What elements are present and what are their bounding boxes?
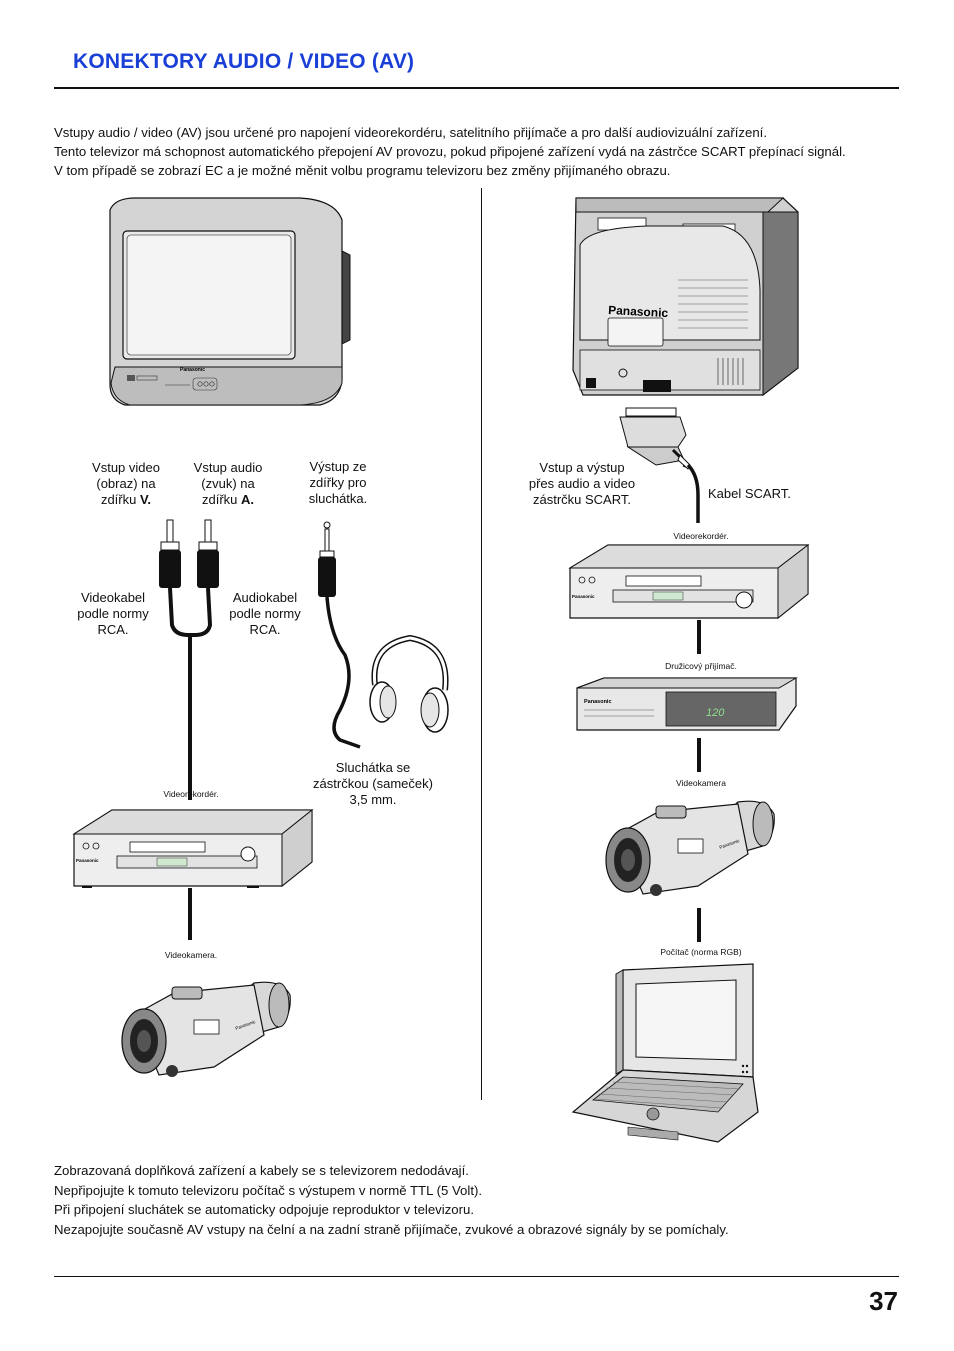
note-line: Zobrazovaná doplňková zařízení a kabely … bbox=[54, 1163, 469, 1178]
headphone-output-label: Výstup ze zdířky pro sluchátka. bbox=[308, 459, 368, 506]
sat-receiver-label: Družicový přijímač. bbox=[665, 661, 737, 671]
intro-line: Vstupy audio / video (AV) jsou určené pr… bbox=[54, 125, 768, 140]
headphones-label: Sluchátka se zástrčkou (sameček) 3,5 mm. bbox=[313, 760, 433, 807]
rear-tv-brand: Panasonic bbox=[608, 303, 669, 320]
intro-line: V tom případě se zobrazí EC a je možné m… bbox=[54, 163, 671, 178]
vcr-to-sat-cable bbox=[697, 620, 701, 654]
rca-cables-illustration bbox=[159, 519, 361, 800]
video-input-label: Vstup video (obraz) na zdířku V. bbox=[92, 460, 160, 507]
right-camera-label: Videokamera bbox=[676, 778, 726, 788]
right-vcr-illustration: Panasonic bbox=[568, 543, 810, 620]
intro-paragraph: Vstupy audio / video (AV) jsou určené pr… bbox=[54, 123, 914, 180]
laptop-illustration bbox=[571, 963, 759, 1143]
sat-display-value: 120 bbox=[706, 707, 725, 719]
bottom-rule bbox=[54, 1276, 899, 1277]
note-line: Nepřipojujte k tomuto televizoru počítač… bbox=[54, 1182, 483, 1198]
audio-cable-label: Audiokabel podle normy RCA. bbox=[229, 590, 301, 637]
left-vcr-to-camera-cable bbox=[188, 888, 192, 940]
sat-brand: Panasonic bbox=[584, 699, 612, 705]
tv-brand-text: Panasonic bbox=[180, 367, 205, 373]
headphones-illustration bbox=[369, 634, 449, 733]
scart-plug-illustration bbox=[619, 407, 700, 523]
page-title: KONEKTORY AUDIO / VIDEO (AV) bbox=[73, 50, 415, 73]
left-camera-label: Videokamera. bbox=[164, 950, 218, 960]
note-line: Při připojení sluchátek se automaticky o… bbox=[54, 1202, 475, 1217]
page-number: 37 bbox=[869, 1286, 898, 1316]
pc-label: Počítač (norma RGB) bbox=[660, 947, 742, 957]
right-vcr-brand: Panasonic bbox=[572, 594, 595, 599]
top-rule bbox=[54, 87, 899, 89]
audio-input-label: Vstup audio (zvuk) na zdířku A. bbox=[193, 460, 263, 507]
column-divider bbox=[481, 188, 482, 1100]
scart-cable-label: Kabel SCART. bbox=[708, 486, 791, 501]
video-cable-label: Videokabel podle normy RCA. bbox=[77, 590, 149, 637]
notes: Zobrazovaná doplňková zařízení a kabely … bbox=[54, 1161, 729, 1239]
tv-rear-illustration: Panasonic bbox=[572, 197, 799, 397]
left-vcr-label: Videorekordér. bbox=[163, 789, 219, 799]
sat-to-camera-cable bbox=[697, 738, 701, 772]
tv-front-illustration: Panasonic bbox=[109, 197, 351, 406]
camera-to-pc-cable bbox=[697, 908, 701, 942]
note-line: Nezapojujte současně AV vstupy na čelní … bbox=[54, 1221, 729, 1237]
scart-io-label: Vstup a výstup přes audio a video zástrč… bbox=[528, 460, 636, 507]
right-camera-illustration: Panasonic bbox=[605, 800, 775, 896]
left-vcr-illustration: Panasonic bbox=[72, 808, 314, 888]
left-vcr-brand: Panasonic bbox=[76, 858, 99, 863]
left-camera-illustration: Panasonic bbox=[121, 981, 291, 1077]
intro-line: Tento televizor má schopnost automatické… bbox=[54, 144, 846, 159]
sat-receiver-illustration: 120 Panasonic bbox=[576, 677, 798, 731]
right-vcr-label: Videorekordér. bbox=[673, 531, 729, 541]
